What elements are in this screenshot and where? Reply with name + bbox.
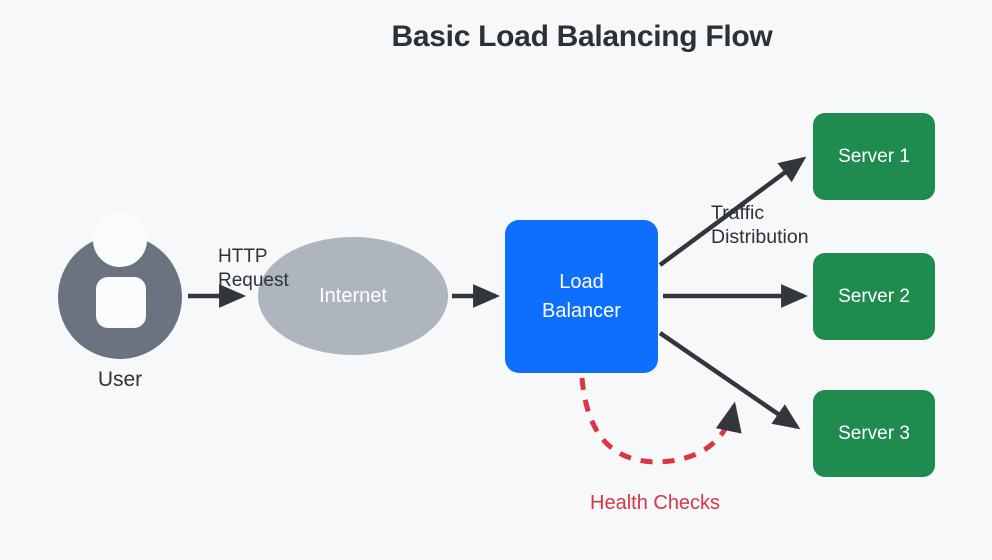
- node-server2-label: Server 2: [838, 285, 910, 307]
- node-internet-label: Internet: [319, 284, 387, 307]
- node-server2: Server 2: [813, 253, 935, 340]
- node-server3-label: Server 3: [838, 422, 910, 444]
- edge-load-balancer-to-server3: [658, 331, 801, 430]
- node-load-balancer: Load Balancer: [505, 220, 658, 373]
- edge-load-balancer-to-server1: [658, 156, 807, 267]
- edge-label-traffic-distribution: Traffic Distribution: [711, 202, 809, 249]
- edge-health-check-loop: [579, 377, 742, 465]
- node-internet: Internet: [258, 237, 448, 355]
- node-server3: Server 3: [813, 390, 935, 477]
- node-server1-label: Server 1: [838, 145, 910, 167]
- person-icon: [58, 213, 182, 359]
- edge-label-http-request: HTTP Request: [218, 246, 289, 291]
- edge-label-health-checks: Health Checks: [590, 492, 721, 514]
- node-user-label: User: [97, 368, 143, 391]
- node-load-balancer-label: Load Balancer: [542, 270, 621, 322]
- diagram-title: Basic Load Balancing Flow: [391, 20, 773, 53]
- node-server1: Server 1: [813, 113, 935, 200]
